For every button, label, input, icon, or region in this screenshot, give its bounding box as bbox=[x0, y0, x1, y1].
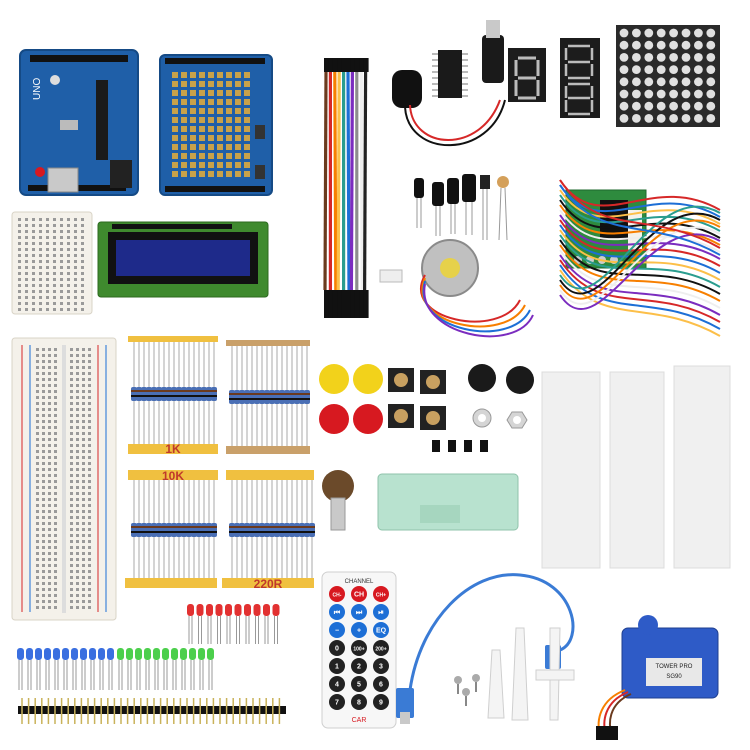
remote-key bbox=[329, 676, 345, 692]
remote-key-label: ⏭ bbox=[356, 610, 363, 617]
seven-segment-single bbox=[508, 48, 546, 102]
seven-segment-quad bbox=[560, 38, 600, 118]
remote-key bbox=[373, 604, 389, 620]
remote-key-label: ⏮ bbox=[334, 610, 341, 617]
resistor-strip-2 bbox=[226, 340, 310, 454]
remote-key-label: CH- bbox=[333, 593, 342, 599]
servo-brand-text: TOWER PRO bbox=[656, 664, 693, 670]
resistor-strip-10k: 10K bbox=[125, 469, 218, 588]
remote-key bbox=[351, 676, 367, 692]
button-caps bbox=[319, 364, 383, 434]
remote-key bbox=[351, 586, 367, 602]
capacitors-and-sensors bbox=[414, 174, 509, 241]
resistor-strip-1k: 1K bbox=[128, 336, 218, 456]
prototype-shield-board bbox=[159, 54, 273, 196]
remote-key bbox=[329, 694, 345, 710]
usb-cable bbox=[396, 573, 575, 724]
plastic-sleeves bbox=[541, 365, 731, 569]
battery-clip bbox=[392, 70, 506, 147]
resistor-label-220r: 220R bbox=[254, 577, 283, 591]
washer-and-nut bbox=[472, 408, 528, 429]
remote-key-label: 7 bbox=[335, 700, 339, 707]
remote-key bbox=[329, 586, 345, 602]
screws bbox=[454, 674, 480, 706]
servo-model-text: SG90 bbox=[666, 674, 682, 680]
remote-key-label: CH bbox=[354, 592, 364, 599]
ic-chip bbox=[432, 50, 468, 98]
micro-servo: TOWER PRO SG90 bbox=[596, 615, 719, 740]
remote-key bbox=[329, 604, 345, 620]
servo-horns bbox=[487, 627, 575, 721]
red-leds bbox=[187, 604, 280, 644]
remote-key-label: 9 bbox=[379, 700, 383, 707]
arduino-uno-board: UNO bbox=[19, 49, 139, 196]
remote-key-label: 1 bbox=[335, 664, 339, 671]
remote-key-label: 100+ bbox=[353, 647, 364, 653]
led-dot-matrix bbox=[616, 25, 720, 127]
remote-key bbox=[329, 622, 345, 638]
resistor-label-10k: 10K bbox=[162, 469, 184, 483]
remote-key-label: 6 bbox=[379, 682, 383, 689]
jumper-caps bbox=[432, 440, 488, 452]
remote-key bbox=[351, 658, 367, 674]
remote-header-text: CHANNEL bbox=[345, 579, 374, 585]
resistor-strip-220r: 220R bbox=[222, 470, 315, 591]
remote-key bbox=[373, 586, 389, 602]
remote-key-label: 0 bbox=[335, 646, 339, 653]
remote-key bbox=[373, 640, 389, 656]
remote-key bbox=[373, 676, 389, 692]
uno-logo-text: UNO bbox=[32, 78, 43, 100]
remote-key bbox=[351, 694, 367, 710]
component-storage-box bbox=[377, 473, 519, 531]
stepper-motor bbox=[379, 239, 534, 338]
breadboard-jumper-bundle bbox=[559, 179, 721, 337]
remote-key-label: + bbox=[357, 628, 361, 635]
remote-key-label: 8 bbox=[357, 700, 361, 707]
lcd-1602-module bbox=[97, 221, 269, 298]
ir-remote-control: CHANNEL CH- CH CH+ ⏮ ⏭ ⏯ − + EQ 0 100+ 200+ 1 2 3 4 5 6 7 8… bbox=[321, 571, 397, 729]
remote-key bbox=[329, 658, 345, 674]
pin-header-strip bbox=[18, 698, 286, 724]
remote-key-label: 5 bbox=[357, 682, 361, 689]
remote-key-label: 4 bbox=[335, 682, 339, 689]
remote-key-label: 200+ bbox=[375, 647, 386, 653]
remote-key-label: 3 bbox=[379, 664, 383, 671]
remote-key bbox=[373, 694, 389, 710]
buzzers bbox=[468, 364, 534, 394]
full-breadboard bbox=[11, 337, 117, 621]
dc-barrel-jack bbox=[482, 20, 504, 83]
remote-key-label: − bbox=[335, 628, 339, 635]
remote-key bbox=[373, 622, 389, 638]
tactile-switches bbox=[388, 368, 446, 430]
remote-key-label: CH+ bbox=[376, 593, 386, 599]
resistor-label-1k: 1K bbox=[165, 442, 181, 456]
remote-key bbox=[351, 622, 367, 638]
remote-key-label: ⏯ bbox=[378, 610, 384, 617]
remote-key bbox=[351, 640, 367, 656]
mini-breadboard bbox=[11, 211, 93, 315]
potentiometer bbox=[322, 470, 354, 531]
remote-key bbox=[373, 658, 389, 674]
green-leds bbox=[117, 648, 214, 690]
rainbow-jumper-wires bbox=[323, 58, 369, 318]
remote-key bbox=[351, 604, 367, 620]
remote-key bbox=[329, 640, 345, 656]
remote-key-label: EQ bbox=[376, 628, 387, 635]
remote-logo-text: CAR bbox=[352, 717, 367, 724]
blue-leds bbox=[17, 648, 114, 690]
remote-key-label: 2 bbox=[357, 664, 361, 671]
